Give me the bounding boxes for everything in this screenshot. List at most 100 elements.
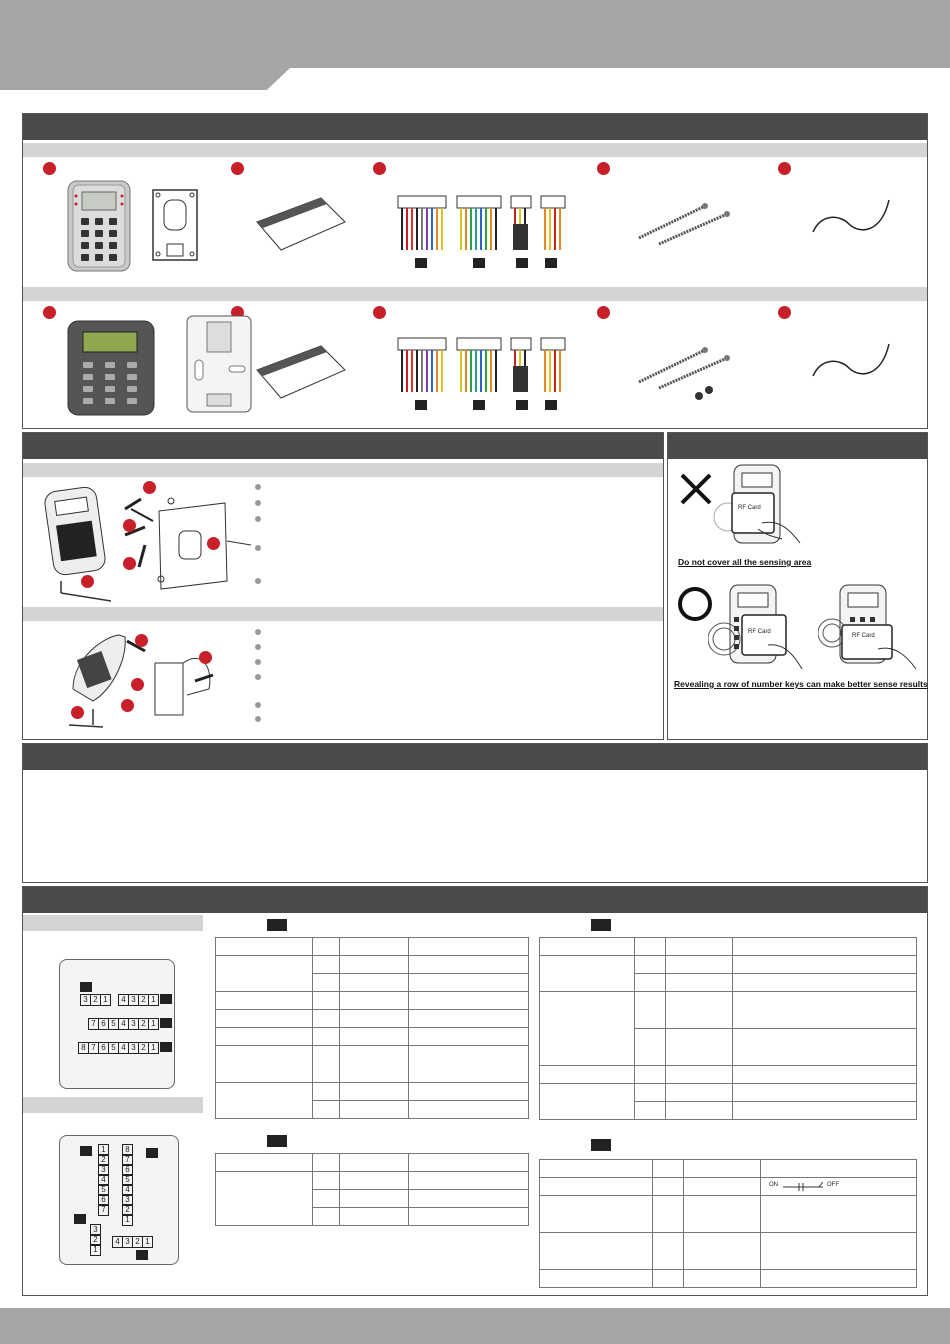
connector-tag xyxy=(146,1148,158,1158)
connector-tag xyxy=(80,1146,92,1156)
card-partial-reader-icon xyxy=(818,584,917,670)
cable-tag xyxy=(545,258,557,268)
connector-tag xyxy=(74,1214,86,1224)
list-bullet xyxy=(255,644,261,650)
connector-tag xyxy=(136,1250,148,1260)
wiring-table-3 xyxy=(215,1153,529,1226)
table-row xyxy=(540,1101,917,1120)
table-row xyxy=(539,1232,917,1270)
card-covering-reader-icon xyxy=(713,464,801,544)
subheader-install-b xyxy=(23,607,663,621)
section-header xyxy=(668,433,927,459)
card-tips-section: RF Card Do not cover all the sensing are… xyxy=(667,432,928,740)
mounting-plate-a-icon xyxy=(152,189,198,261)
list-bullet xyxy=(255,716,261,722)
step-marker xyxy=(121,699,134,712)
step-marker xyxy=(81,575,94,588)
package-contents-section xyxy=(22,113,928,429)
pin: 1 xyxy=(100,994,111,1006)
pin: 1 xyxy=(148,994,159,1006)
cover-warning-caption: Do not cover all the sensing area xyxy=(678,557,812,567)
step-marker xyxy=(207,537,220,550)
table-tag xyxy=(267,919,287,931)
top-banner xyxy=(0,0,950,68)
cable-tag xyxy=(415,258,427,268)
table-row xyxy=(539,1195,917,1233)
item-marker xyxy=(43,162,56,175)
list-bullet xyxy=(255,578,261,584)
top-banner-tab xyxy=(0,68,290,90)
table-row xyxy=(215,1082,529,1119)
pin: 2 xyxy=(98,1154,109,1166)
pin: 3 xyxy=(90,1224,101,1236)
table-row xyxy=(215,1171,529,1226)
pin-diagram-b: 1 2 3 4 5 6 7 8 7 6 5 4 3 2 1 3 2 1 4 3 … xyxy=(59,1135,179,1265)
install-diagram-b-icon xyxy=(68,634,214,728)
table-row xyxy=(215,1045,529,1083)
table-row xyxy=(215,1153,529,1172)
pin: 1 xyxy=(90,1244,101,1256)
table-row xyxy=(539,991,917,1066)
pin: 4 xyxy=(122,1184,133,1196)
subheader-install-a xyxy=(23,463,663,477)
cross-mark-icon xyxy=(680,473,712,505)
connector-tag xyxy=(160,1018,172,1028)
list-bullet xyxy=(255,659,261,665)
step-marker xyxy=(71,706,84,719)
table-row xyxy=(539,937,917,956)
wire-harness-icon xyxy=(397,337,566,392)
table-tag xyxy=(591,1139,611,1151)
wiring-table-2 xyxy=(539,937,917,1120)
subheader-wiring-a xyxy=(23,915,203,931)
pin: 1 xyxy=(98,1144,109,1156)
pin: 5 xyxy=(122,1174,133,1186)
section-header xyxy=(23,744,927,770)
table-row xyxy=(215,1009,529,1028)
step-marker xyxy=(135,634,148,647)
pin: 7 xyxy=(122,1154,133,1166)
subheader-model-a xyxy=(23,143,927,157)
card-label: RF Card xyxy=(738,505,761,511)
step-marker xyxy=(123,557,136,570)
connector-tag xyxy=(160,1042,172,1052)
item-marker xyxy=(778,306,791,319)
pin: 8 xyxy=(122,1144,133,1156)
table-row xyxy=(216,1100,529,1119)
list-bullet xyxy=(255,629,261,635)
cable-tag xyxy=(415,400,427,410)
switch-off-label: OFF xyxy=(827,1182,839,1188)
pin: 7 xyxy=(98,1204,109,1216)
section-header xyxy=(23,114,927,140)
cable-tag xyxy=(516,400,528,410)
table-row xyxy=(540,1028,917,1066)
connector-tag xyxy=(80,982,92,992)
section-header xyxy=(23,433,663,459)
list-bullet xyxy=(255,702,261,708)
item-marker xyxy=(597,162,610,175)
pin: 1 xyxy=(148,1042,159,1054)
table-row xyxy=(539,955,917,992)
wire-harness-icon xyxy=(397,195,566,250)
cable-tag xyxy=(473,258,485,268)
pin-diagram-a: 3 2 1 4 3 2 1 7 6 5 4 3 2 1 8 7 6 5 4 3 … xyxy=(59,959,175,1089)
list-bullet xyxy=(255,516,261,522)
item-marker xyxy=(373,162,386,175)
reveal-tip-caption: Revealing a row of number keys can make … xyxy=(674,679,928,689)
item-marker xyxy=(231,162,244,175)
cable-tag xyxy=(516,258,528,268)
table-tag xyxy=(267,1135,287,1147)
table-row xyxy=(539,1269,917,1288)
step-marker xyxy=(143,481,156,494)
pin: 3 xyxy=(98,1164,109,1176)
table-row xyxy=(539,1159,917,1178)
notes-section xyxy=(22,743,928,883)
reader-device-a-icon xyxy=(67,180,131,272)
subheader-model-b xyxy=(23,287,927,301)
table-row xyxy=(215,991,529,1010)
card-label: RF Card xyxy=(852,633,875,639)
step-marker xyxy=(199,651,212,664)
table-row xyxy=(215,1027,529,1046)
cable-tag xyxy=(473,400,485,410)
item-marker xyxy=(373,306,386,319)
table-row xyxy=(215,955,529,992)
